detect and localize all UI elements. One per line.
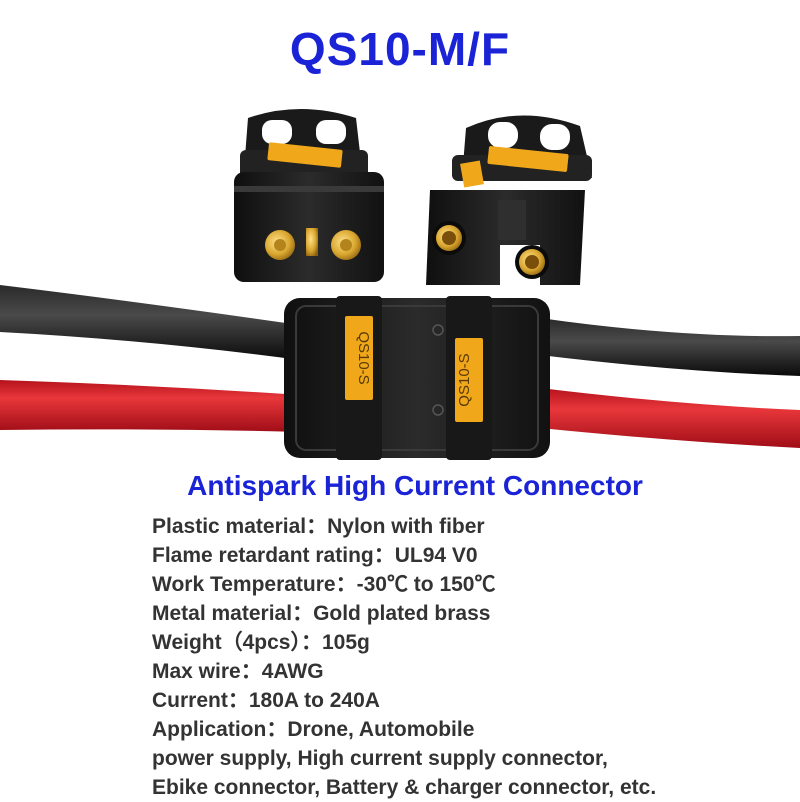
product-photo: QS10-S QS10-S: [0, 109, 800, 460]
marking-right: QS10-S: [456, 353, 473, 406]
spec-application-line-2: power supply, High current supply connec…: [152, 747, 608, 770]
marking-left: QS10-S: [355, 331, 372, 384]
spec-max-wire: Max wire：4AWG: [152, 660, 324, 683]
page-title: QS10-M/F: [289, 23, 511, 75]
spec-work-temperature: Work Temperature：-30℃ to 150℃: [152, 573, 496, 596]
subtitle: Antispark High Current Connector: [187, 470, 643, 501]
spec-weight: Weight（4pcs）：105g: [152, 631, 370, 654]
spec-metal-material: Metal material：Gold plated brass: [152, 602, 491, 625]
spec-current: Current：180A to 240A: [152, 689, 380, 712]
spec-list: Plastic material：Nylon with fiber Flame …: [152, 512, 656, 802]
spec-application-line-3: Ebike connector, Battery & charger conne…: [152, 776, 657, 799]
mated-connector: QS10-S QS10-S: [284, 296, 550, 460]
male-connector: [234, 109, 384, 282]
red-wire: [0, 380, 800, 448]
spec-flame-rating: Flame retardant rating：UL94 V0: [152, 544, 478, 567]
spec-plastic-material: Plastic material：Nylon with fiber: [152, 515, 485, 538]
spec-application: Application：Drone, Automobile: [152, 718, 475, 741]
female-connector: [426, 115, 592, 285]
black-wire: [0, 285, 800, 376]
